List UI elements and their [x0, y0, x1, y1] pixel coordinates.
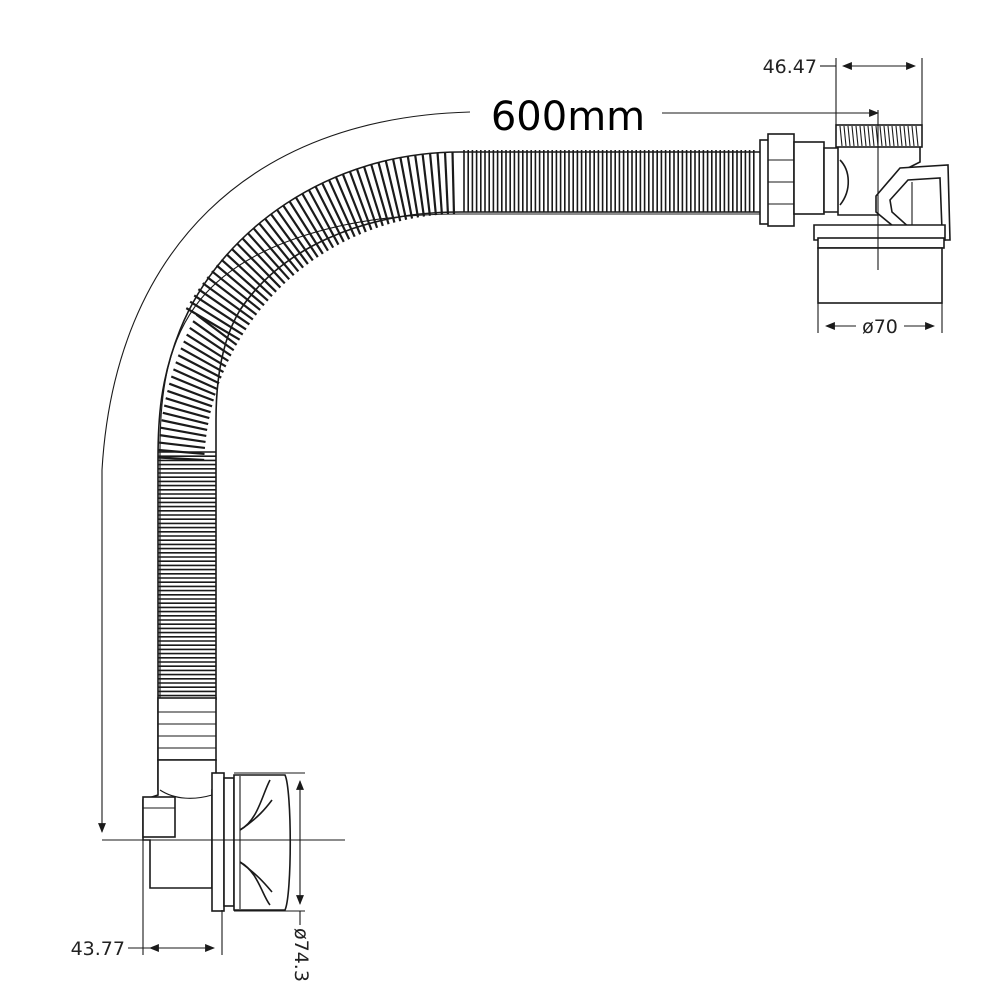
- outlet-diameter-label: ø70: [862, 316, 898, 338]
- waste-outlet: [759, 124, 951, 304]
- hose-cuff: [157, 697, 217, 761]
- overflow-dimensions: 43.77 ø74.3: [71, 772, 345, 982]
- flexible-hose: [157, 150, 760, 790]
- length-dimension: 600mm: [98, 94, 879, 833]
- outlet-thread: [839, 125, 919, 147]
- outlet-height-label: 46.47: [763, 56, 817, 78]
- outlet-dimensions: 46.47 ø70: [763, 56, 943, 338]
- overflow-fitting: [142, 759, 292, 912]
- overflow-diameter-label: ø74.3: [290, 928, 312, 982]
- hose-corrugation: [158, 150, 755, 697]
- overflow-depth-label: 43.77: [71, 938, 125, 960]
- length-label: 600mm: [491, 94, 645, 140]
